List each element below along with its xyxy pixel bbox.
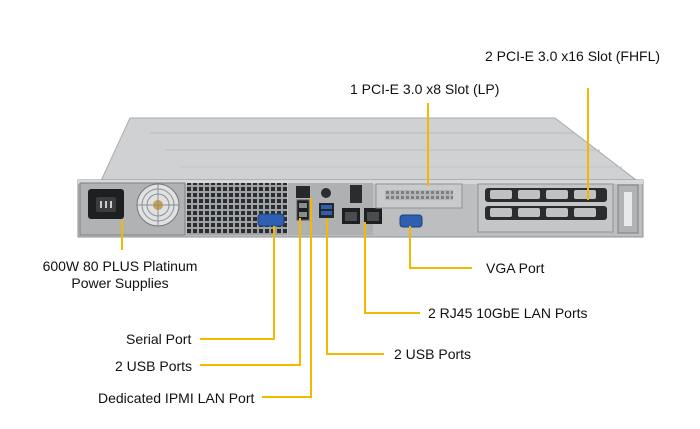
callout-lines	[121, 88, 589, 398]
usb-right-label: 2 USB Ports	[394, 346, 472, 362]
callout-line-ipmi	[262, 198, 312, 398]
callout-line-usb-left	[200, 218, 301, 366]
psu-fan-icon	[136, 183, 180, 227]
ipmi-lan-port[interactable]	[296, 186, 310, 198]
callout-line-usb-right	[326, 218, 384, 355]
callout-line-vga	[409, 226, 472, 269]
serial-port[interactable]	[257, 213, 285, 227]
power-supply-label-line2: Power Supplies	[71, 275, 169, 291]
pcie-x8-slot	[350, 183, 463, 209]
pcie-x8-label: 1 PCI-E 3.0 x8 Slot (LP)	[350, 81, 500, 97]
vga-port[interactable]	[399, 214, 423, 228]
ac-power-inlet-icon	[88, 189, 124, 219]
rear-vent-grille	[187, 183, 287, 235]
vga-label: VGA Port	[486, 260, 545, 276]
power-supply-label-line1: 600W 80 PLUS Platinum	[42, 258, 198, 274]
power-supply-label: 600W 80 PLUS Platinum Power Supplies	[40, 258, 200, 292]
power-supply-module	[79, 182, 186, 236]
pcie-x16-slots	[477, 183, 614, 233]
uid-button[interactable]	[321, 188, 331, 198]
serial-label: Serial Port	[126, 331, 192, 347]
ipmi-label: Dedicated IPMI LAN Port	[98, 390, 255, 406]
pcie-x16-label: 2 PCI-E 3.0 x16 Slot (FHFL)	[485, 48, 661, 64]
lan-10gbe-label: 2 RJ45 10GbE LAN Ports	[428, 305, 588, 321]
callout-line-lan	[364, 222, 420, 314]
callout-line-serial	[200, 226, 275, 340]
usb-left-label: 2 USB Ports	[115, 358, 193, 374]
